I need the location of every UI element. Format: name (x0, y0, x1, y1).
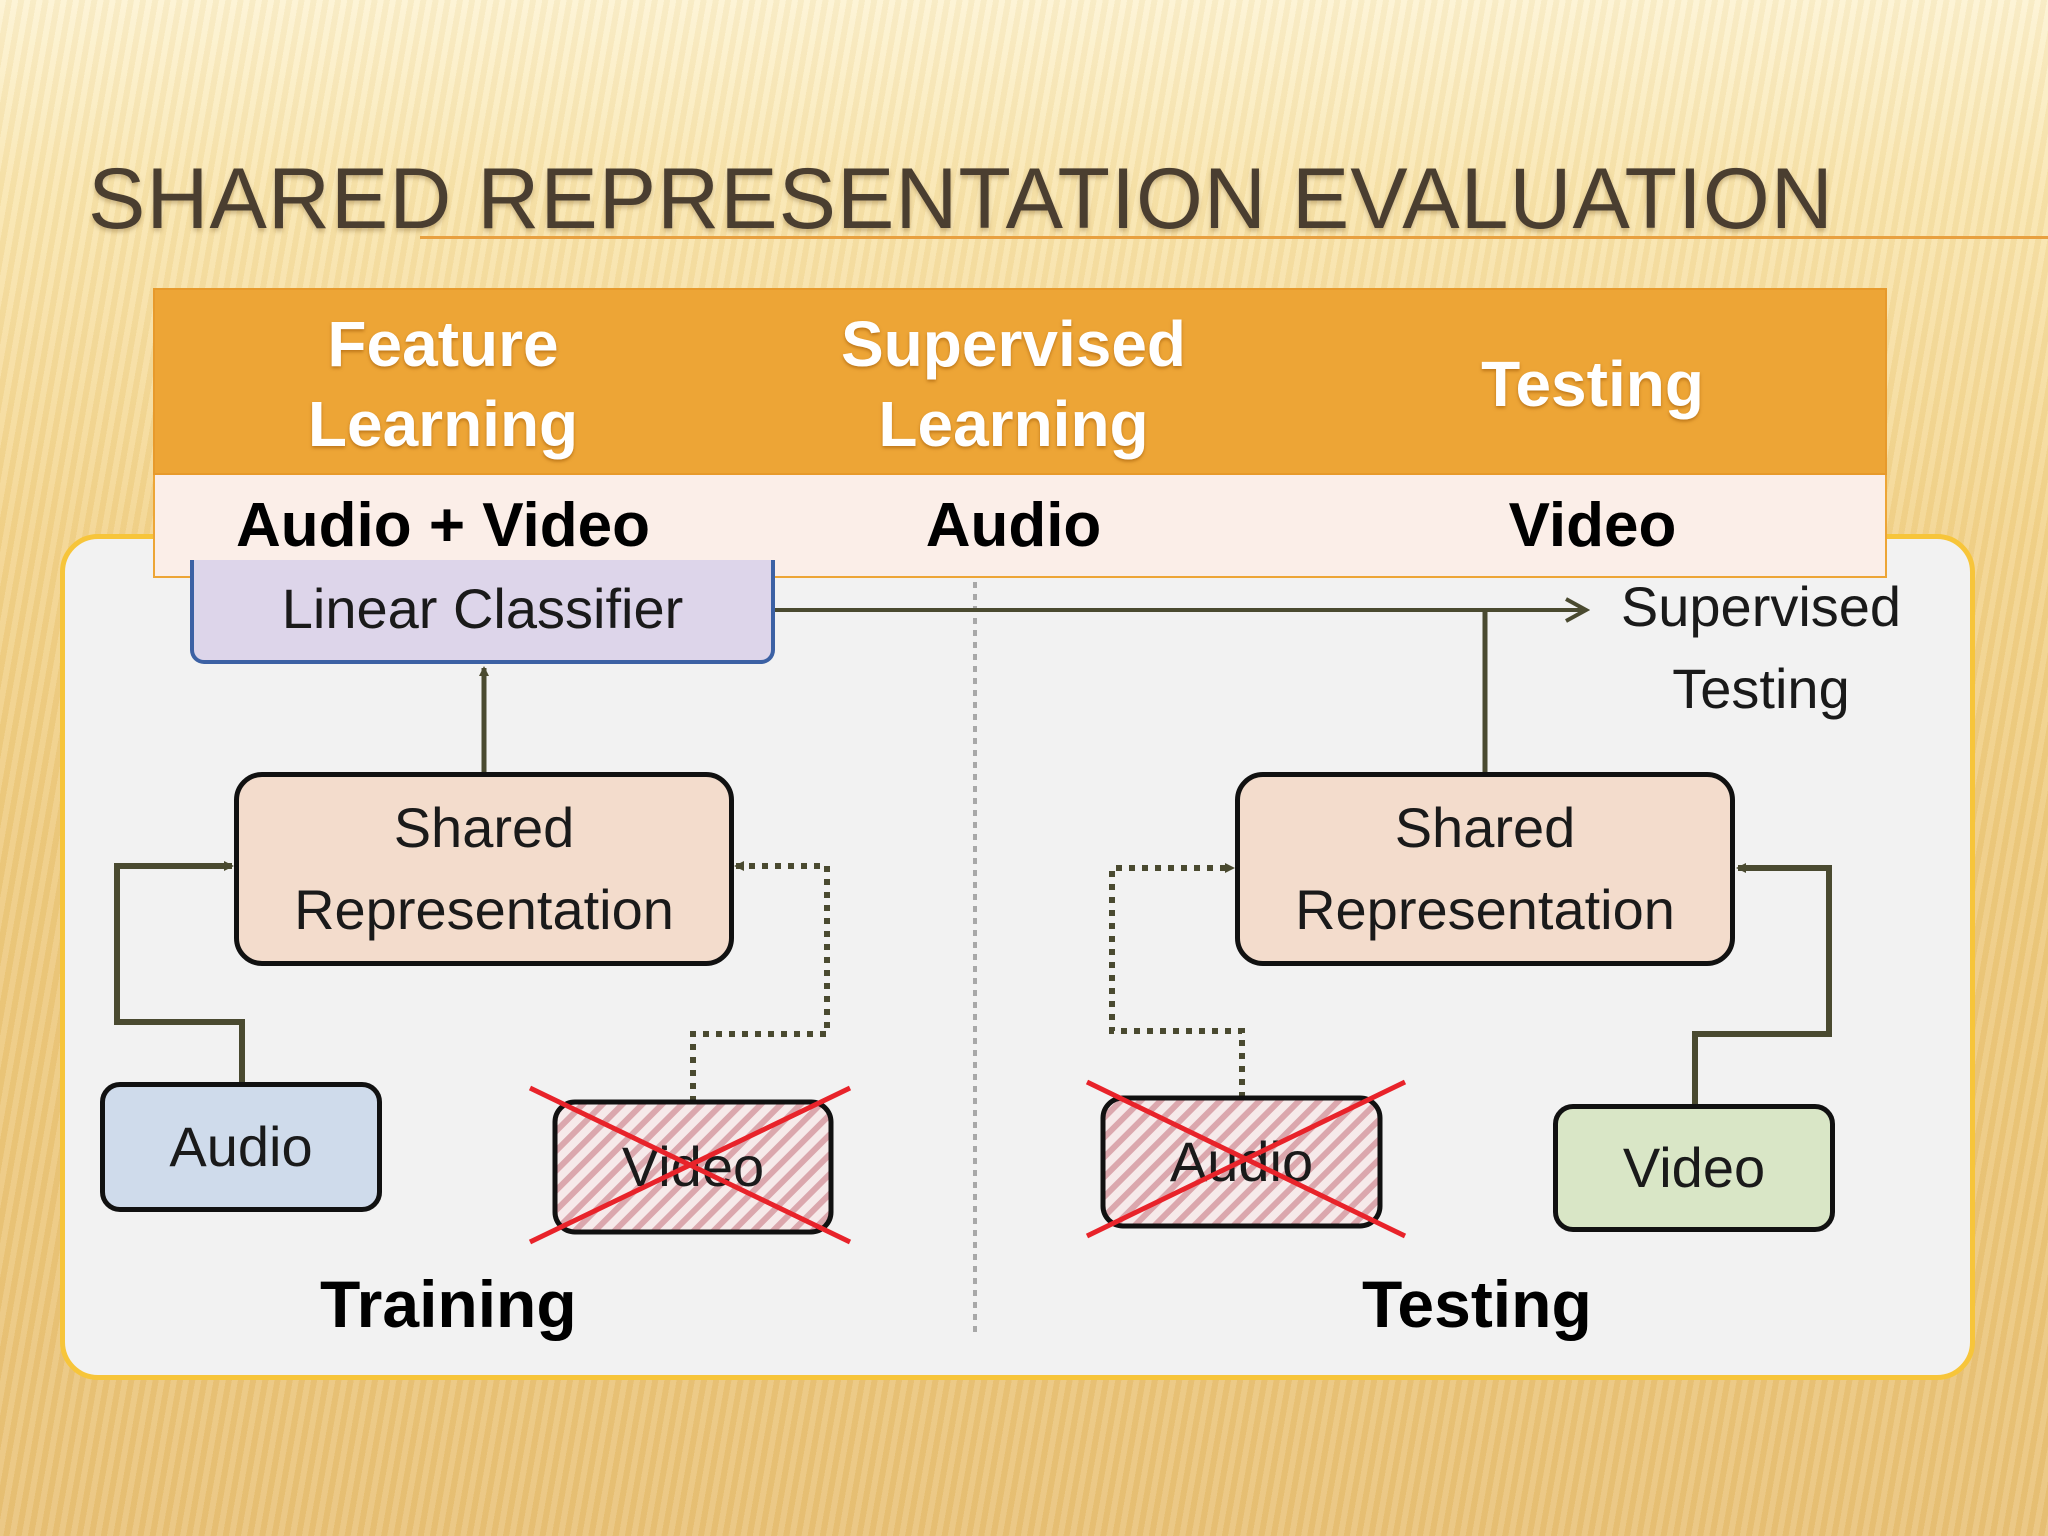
header-supervised-learning: Supervised Learning (840, 307, 1187, 460)
header-feature-learning: Feature Learning (307, 307, 579, 460)
cell-audio-video: Audio + Video (236, 491, 650, 560)
test-shared-representation: Shared Representation (1235, 772, 1735, 966)
supervised-testing-label: Supervised Testing (1620, 575, 1902, 720)
train-video-cross-icon (528, 1085, 852, 1245)
cell-video: Video (1508, 491, 1677, 560)
table-header-row: Feature Learning Supervised Learning Tes… (153, 288, 1887, 475)
train-shared-representation: Shared Representation (234, 772, 734, 966)
summary-table: Feature Learning Supervised Learning Tes… (153, 288, 1887, 578)
table-data-row: Audio + Video Audio Video (153, 475, 1887, 578)
train-audio-label: Audio (169, 1115, 313, 1178)
testing-label: Testing (1362, 1267, 1592, 1341)
arrow-train-audio-to-shared (114, 861, 245, 1082)
test-video-label: Video (1622, 1136, 1766, 1199)
linear-classifier-label: Linear Classifier (281, 577, 684, 640)
arrow-test-audio-to-shared (1109, 863, 1245, 1098)
training-label: Training (320, 1267, 577, 1341)
test-video-box: Video (1553, 1104, 1835, 1232)
slide-title: SHARED REPRESENTATION EVALUATION (88, 151, 1834, 247)
title-underline (420, 236, 2048, 239)
header-testing: Testing (1481, 347, 1704, 420)
cell-audio: Audio (925, 491, 1102, 560)
linear-classifier-box: Linear Classifier (190, 560, 775, 664)
arrow-test-video-to-shared (1692, 863, 1832, 1104)
train-audio-box: Audio (100, 1082, 382, 1212)
test-audio-cross-icon (1085, 1079, 1407, 1239)
